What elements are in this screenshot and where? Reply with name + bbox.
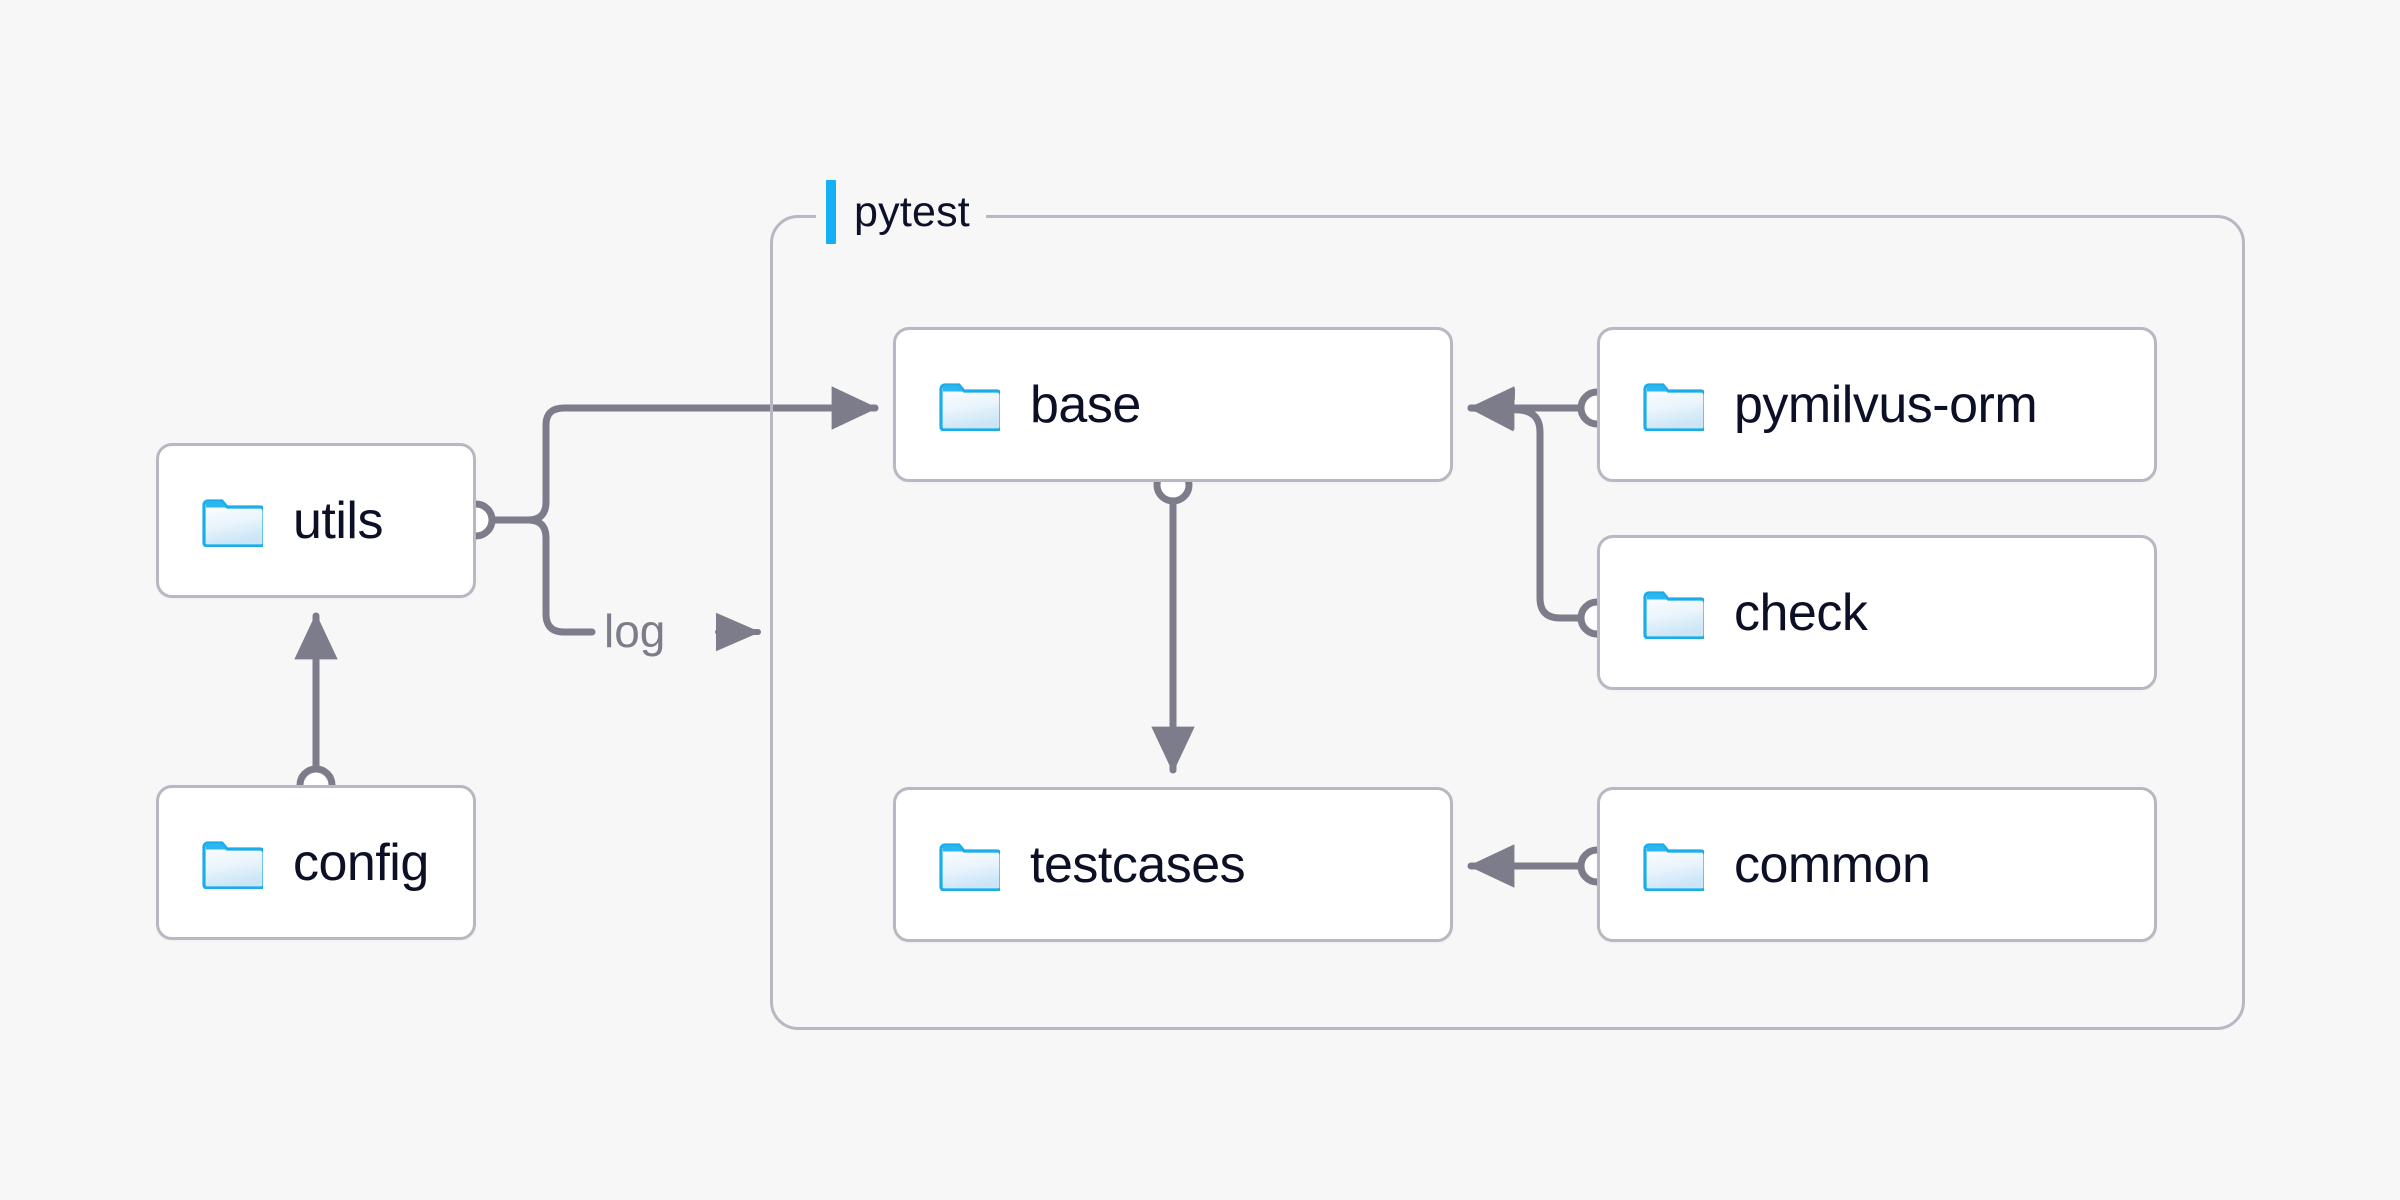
node-label-utils: utils [293, 491, 383, 550]
node-label-common: common [1734, 835, 1931, 894]
node-utils[interactable]: utils [156, 443, 476, 598]
pytest-group-label: pytest [816, 180, 986, 244]
edge-check-to-base [1467, 388, 1582, 622]
node-pymilvus-orm[interactable]: pymilvus-orm [1597, 327, 2157, 482]
node-label-base: base [1030, 375, 1141, 434]
node-config[interactable]: config [156, 785, 476, 940]
folder-icon [939, 842, 1000, 891]
folder-icon [202, 840, 263, 889]
node-label-check: check [1734, 583, 1868, 642]
folder-icon [1643, 590, 1704, 639]
node-label-testcases: testcases [1030, 835, 1246, 894]
group-title-text: pytest [854, 187, 970, 236]
node-check[interactable]: check [1597, 535, 2157, 690]
node-common[interactable]: common [1597, 787, 2157, 942]
group-accent-bar [826, 180, 836, 244]
pytest-group-frame [770, 215, 2245, 1030]
folder-icon [1643, 842, 1704, 891]
folder-icon [939, 382, 1000, 431]
edge-utils-to-log [488, 516, 596, 636]
node-base[interactable]: base [893, 327, 1453, 482]
node-label-pymilvus-orm: pymilvus-orm [1734, 375, 2038, 434]
node-label-config: config [293, 833, 429, 892]
edge-label-log: log [604, 605, 666, 657]
node-testcases[interactable]: testcases [893, 787, 1453, 942]
folder-icon [1643, 382, 1704, 431]
folder-icon [202, 498, 263, 547]
